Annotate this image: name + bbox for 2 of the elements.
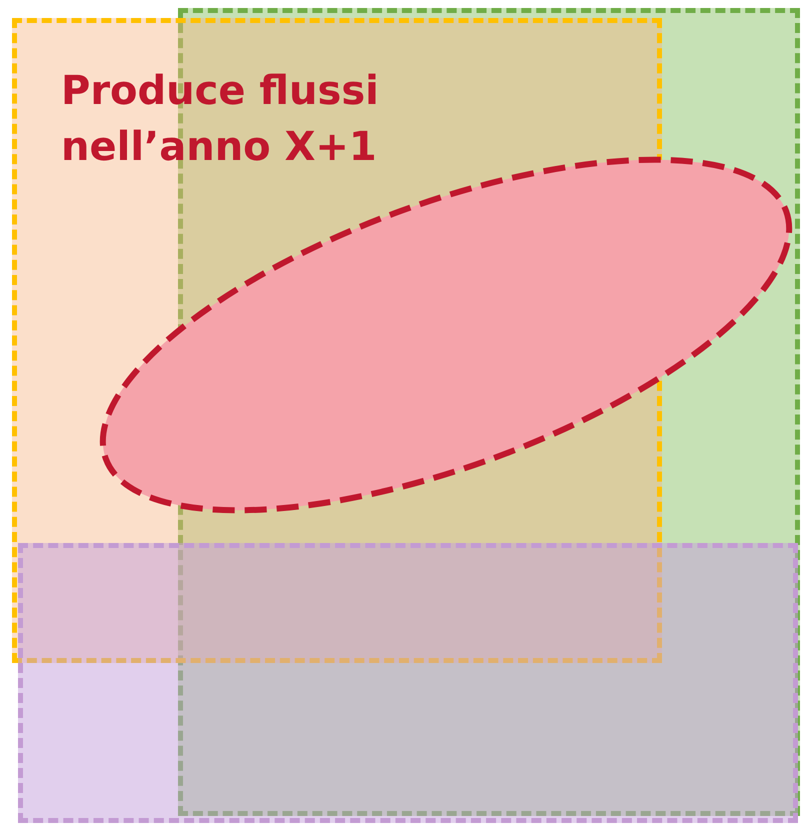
heading: Produce flussi nell’anno X+1 (61, 67, 380, 172)
dashed-region (18, 543, 798, 823)
